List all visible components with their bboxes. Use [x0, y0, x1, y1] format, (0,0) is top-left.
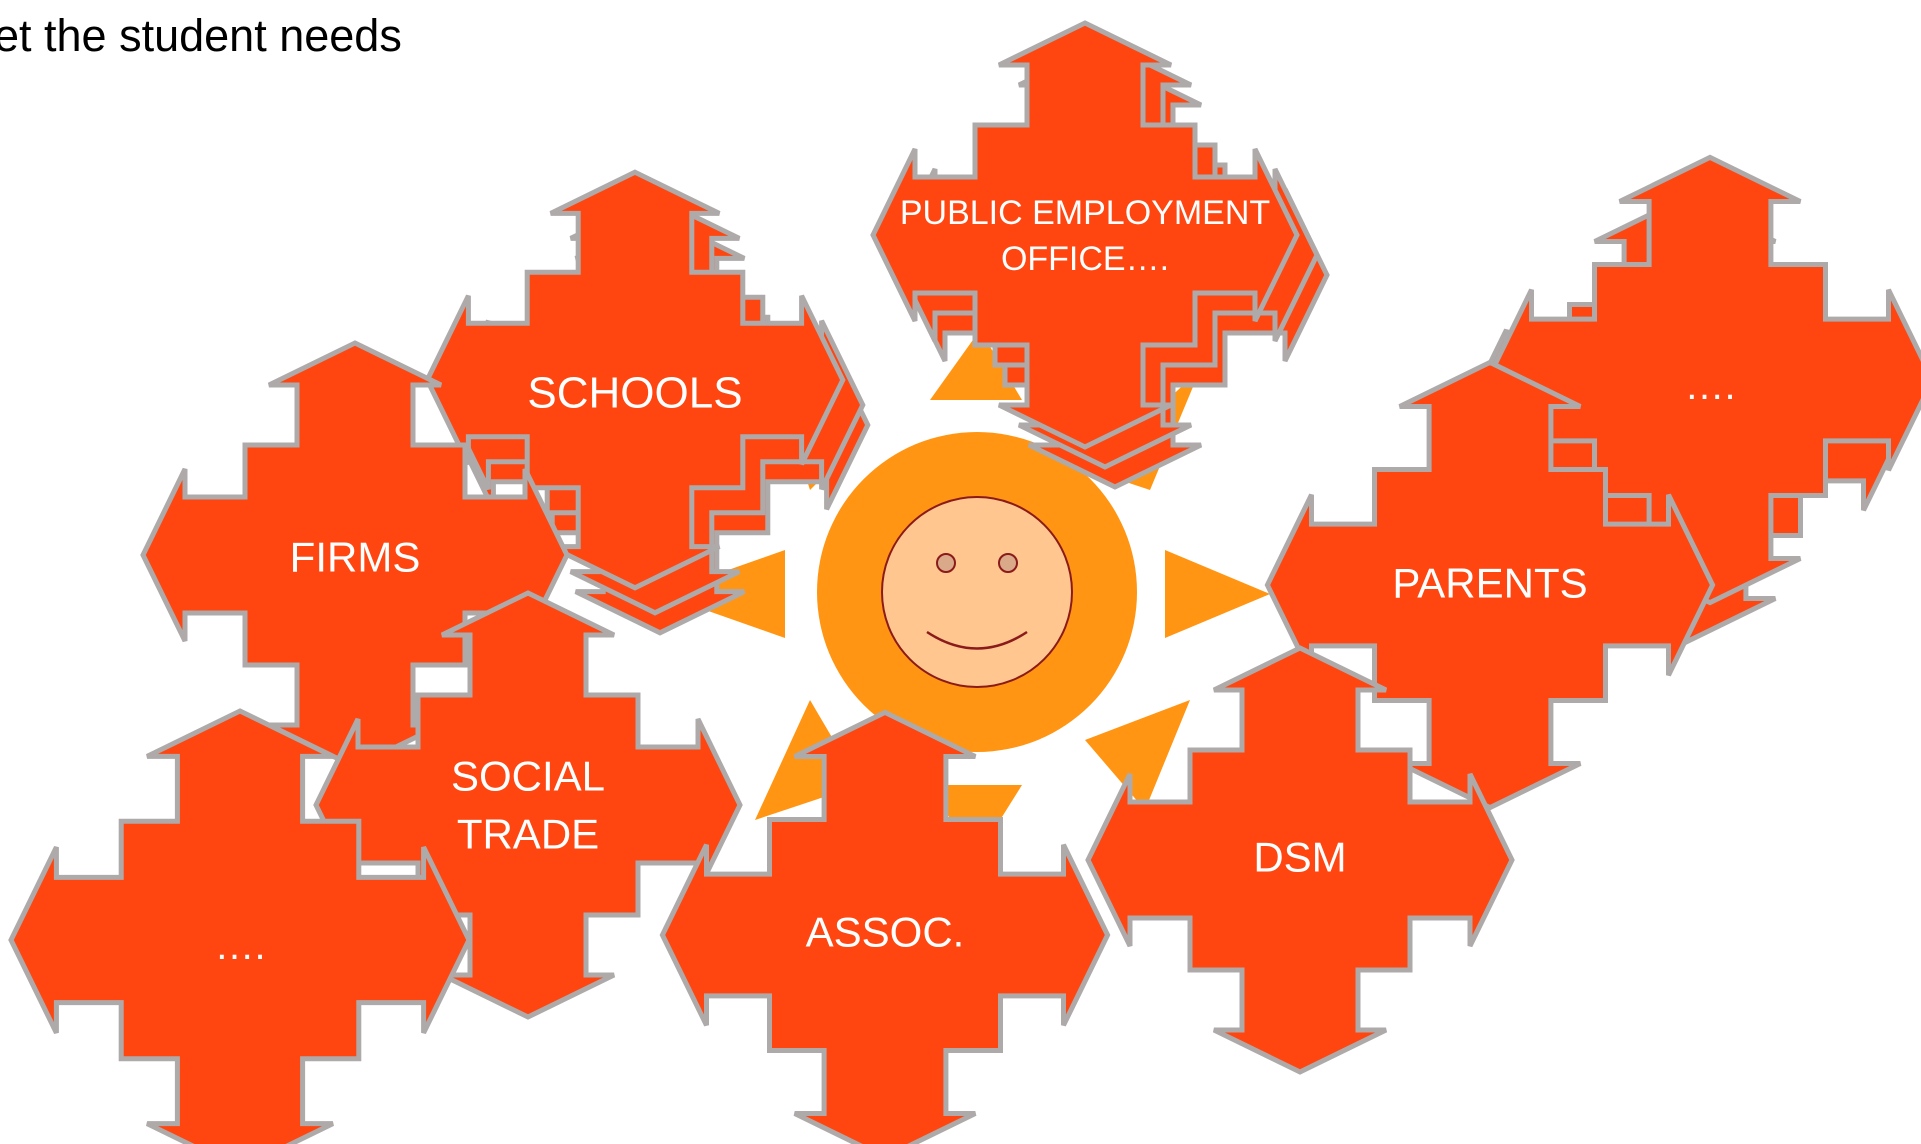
four-way-arrow-shape	[870, 20, 1300, 450]
smile	[926, 630, 1028, 650]
node-label-social-trade: TRADE	[457, 811, 599, 858]
left-eye	[936, 553, 956, 573]
node-label-schools: SCHOOLS	[527, 368, 742, 417]
four-way-arrow-shape	[659, 709, 1111, 1144]
node-label-ellipsis-top-right: ….	[1684, 364, 1735, 408]
sun-ray	[930, 330, 1022, 400]
partner-nodes: PUBLIC EMPLOYMENT OFFICE…. SCHOOLS …. FIRMS P…	[8, 20, 1921, 1144]
four-way-arrow-shape	[1085, 645, 1515, 1075]
node-label-public-employment-office: PUBLIC EMPLOYMENT	[900, 194, 1270, 232]
node-label-public-employment-office: OFFICE….	[1001, 240, 1169, 278]
node-label-parents: PARENTS	[1392, 560, 1587, 607]
node-dsm: DSM	[1085, 645, 1515, 1075]
node-label-dsm: DSM	[1253, 834, 1346, 881]
node-label-social-trade: SOCIAL	[451, 753, 605, 800]
node-public-employment-office: PUBLIC EMPLOYMENT OFFICE….	[870, 20, 1330, 490]
node-label-firms: FIRMS	[290, 534, 421, 581]
node-parents: PARENTS	[1264, 359, 1716, 811]
node-assoc: ASSOC.	[659, 709, 1111, 1144]
sun-ray	[1165, 550, 1270, 638]
smiley-face-icon	[881, 496, 1073, 688]
node-label-assoc: ASSOC.	[806, 909, 965, 956]
caption-text: et the student needs	[0, 10, 402, 61]
four-way-arrow-shape	[1264, 359, 1716, 811]
sun-ray	[1085, 700, 1190, 810]
node-label-ellipsis-bottom-left: ….	[214, 924, 265, 968]
right-eye	[998, 553, 1018, 573]
four-way-arrow-shape	[8, 708, 472, 1144]
node-ellipsis-bottom-left: ….	[8, 708, 472, 1144]
